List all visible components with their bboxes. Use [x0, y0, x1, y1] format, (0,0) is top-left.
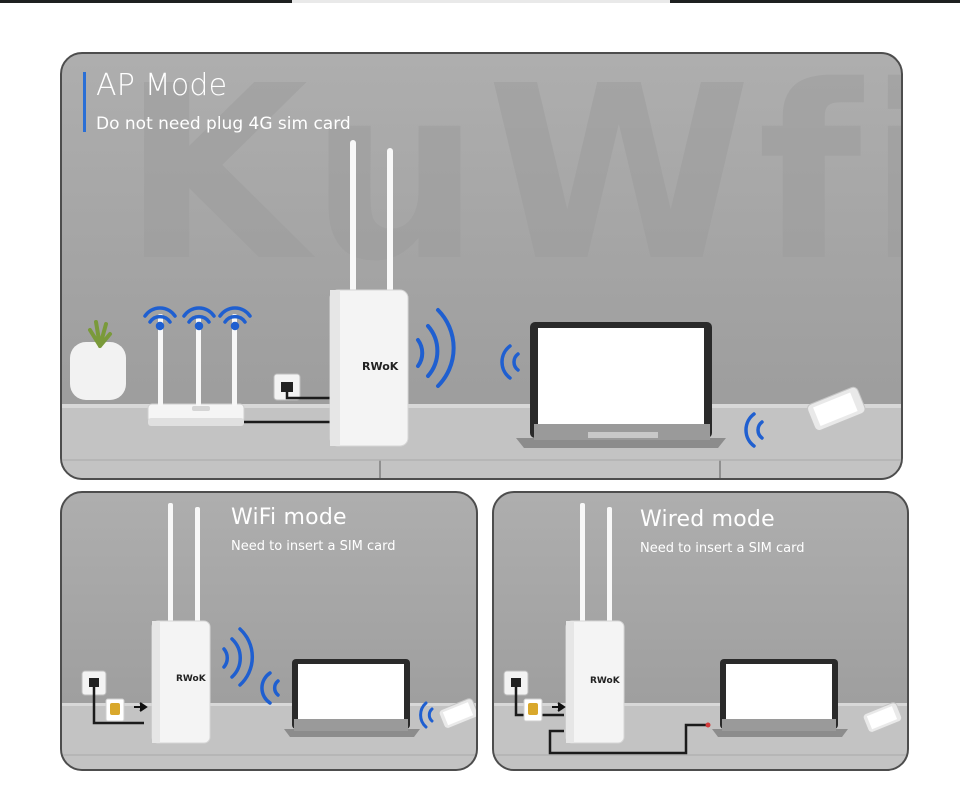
ethernet-cable [244, 392, 330, 424]
home-router-icon [147, 314, 245, 426]
wifi-mode-panel: RWoK WiFi mode Need to insert a SIM [60, 491, 478, 771]
ap-mode-subtitle: Do not need plug 4G sim card [96, 114, 351, 134]
laptop-wifi-wave-icon [500, 344, 520, 380]
router-wifi-signal-icon [143, 306, 252, 331]
smartphone-icon [438, 698, 476, 729]
cpe-device-icon: RWoK [565, 503, 625, 744]
device-wifi-wave-icon [222, 627, 254, 687]
wired-mode-scene: RWoK [494, 503, 907, 769]
ethernet-cable [92, 687, 144, 725]
top-bar [0, 0, 960, 3]
cpe-device-icon: RWoK [329, 140, 409, 447]
device-brand-label: RWoK [590, 676, 621, 686]
table-edge [62, 404, 901, 408]
laptop-icon [284, 659, 420, 737]
wired-mode-title: Wired mode [640, 507, 775, 532]
ap-mode-panel: KuWfi [60, 52, 903, 480]
plant-pot-icon [70, 320, 126, 400]
laptop-icon [712, 659, 848, 737]
device-brand-label: RWoK [176, 674, 207, 684]
wall-ethernet-socket-icon [273, 373, 301, 401]
lan-cable [548, 723, 708, 755]
wifi-mode-title: WiFi mode [231, 505, 347, 530]
laptop-wifi-wave-icon [260, 671, 280, 705]
smartphone-icon [807, 386, 866, 431]
insert-arrow-icon [134, 702, 148, 712]
title-accent-bar [83, 72, 86, 132]
table-edge [494, 703, 907, 706]
sim-card-icon [105, 698, 125, 722]
phone-wifi-wave-icon [419, 701, 434, 729]
ap-mode-scene: RWoK [62, 140, 901, 478]
table-edge [62, 703, 476, 706]
wall-ethernet-socket-icon [81, 670, 107, 696]
top-bar-gap [292, 0, 670, 3]
wired-mode-subtitle: Need to insert a SIM card [640, 541, 805, 556]
cpe-device-icon: RWoK [151, 503, 211, 744]
wifi-mode-subtitle: Need to insert a SIM card [231, 539, 396, 554]
wall-ethernet-socket-icon [503, 670, 529, 696]
ap-mode-title: AP Mode [96, 68, 228, 103]
wifi-mode-scene: RWoK [62, 503, 476, 769]
wired-mode-panel: RWoK Wired mode Need to insert a SIM car… [492, 491, 909, 771]
phone-wifi-wave-icon [744, 412, 764, 448]
insert-arrow-icon [552, 702, 566, 712]
device-brand-label: RWoK [362, 360, 399, 373]
smartphone-icon [862, 702, 903, 733]
kuwfi-watermark: KuWfi [122, 52, 903, 314]
sim-card-icon [523, 698, 543, 722]
lan-plug-icon [705, 722, 711, 728]
device-wifi-wave-icon [416, 308, 456, 388]
laptop-icon [516, 322, 726, 448]
ethernet-cable [514, 687, 564, 717]
